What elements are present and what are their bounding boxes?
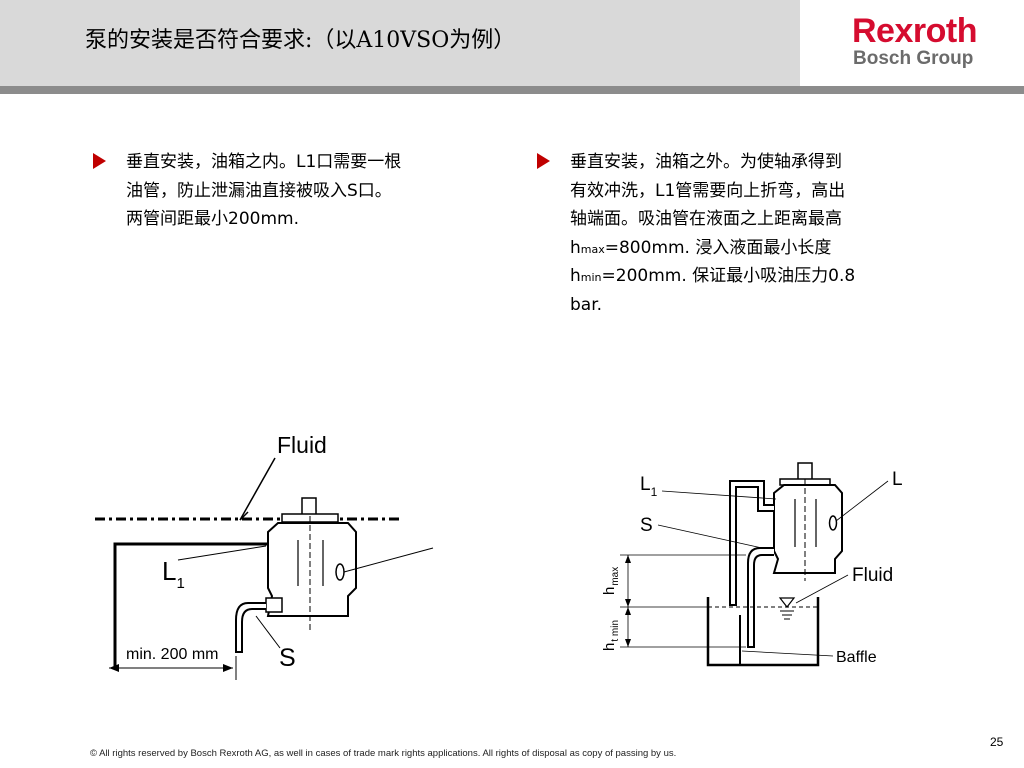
hmin-label: ht min [601,620,621,651]
suction-port [265,597,283,613]
fluid-label: Fluid [852,565,893,586]
pump-body [266,522,357,617]
left-installation-diagram: Fluid L L1 S min. 200 mm [95,432,440,680]
hmax-label: hmax [601,567,621,595]
oil-tank [706,597,820,667]
bullet-left-line1: 垂直安装，油箱之内。L1口需要一根 [126,152,402,172]
h-symbol: h [570,237,581,258]
logo-sub-text: Bosch Group [853,48,974,69]
bullet-right-line4: hmax=800mm. 浸入液面最小长度 [570,234,855,263]
slide-header: 泵的安装是否符合要求:（以A10VSO为例） Rexroth Bosch Gro… [0,0,1024,86]
l1-pipe [729,480,774,606]
l-port-label: L [438,530,440,560]
bullet-left-line3: 两管间距最小200mm. [126,209,299,229]
bullet-triangle-icon [93,153,106,169]
baffle-label: Baffle [836,649,877,666]
bullet-triangle-icon [537,153,550,169]
s-port-label: S [279,644,296,672]
header-rule [0,86,1024,94]
tank-wall [113,542,270,668]
line4-rest: =800mm. 浸入液面最小长度 [604,237,832,258]
bullet-right-line2: 有效冲洗，L1管需要向上折弯，高出 [570,180,846,201]
page-number: 25 [990,735,1004,749]
slide-title: 泵的安装是否符合要求:（以A10VSO为例） [85,28,516,53]
line5-rest: =200mm. 保证最小吸油压力0.8 [601,266,856,286]
bullet-right-line5: hmin=200mm. 保证最小吸油压力0.8 [570,262,855,291]
l-port-label: L [892,469,903,490]
l1-port-label: L1 [162,556,185,592]
s-port-label: S [640,515,653,536]
dimension-label: min. 200 mm [126,646,218,663]
max-subscript: max [580,242,605,256]
case-drain-port [335,563,345,581]
fluid-level-marker-icon [778,597,796,608]
fluid-label: Fluid [277,432,327,458]
h-symbol: h [570,266,581,286]
pump-body [772,484,843,574]
l1-port-label: L1 [640,474,658,499]
bullet-right-line1: 垂直安装，油箱之外。为使轴承得到 [570,152,842,172]
title-bar: 泵的安装是否符合要求:（以A10VSO为例） [0,0,800,86]
suction-pipe [235,602,266,653]
suction-pipe [747,547,774,648]
logo-brand-text: Rexroth [852,12,977,50]
bullet-right-line3: 轴端面。吸油管在液面之上距离最高 [570,209,842,229]
copyright-footer: © All rights reserved by Bosch Rexroth A… [90,748,677,759]
right-installation-diagram: hmax ht min L1 S L Fluid Baffle [601,462,903,667]
brand-logo: Rexroth Bosch Group [800,0,1024,86]
min-subscript: min [580,271,602,284]
case-drain-port [828,515,838,531]
bullet-right-line6: bar. [570,294,603,315]
bullet-left-line2: 油管，防止泄漏油直接被吸入S口。 [126,180,392,201]
